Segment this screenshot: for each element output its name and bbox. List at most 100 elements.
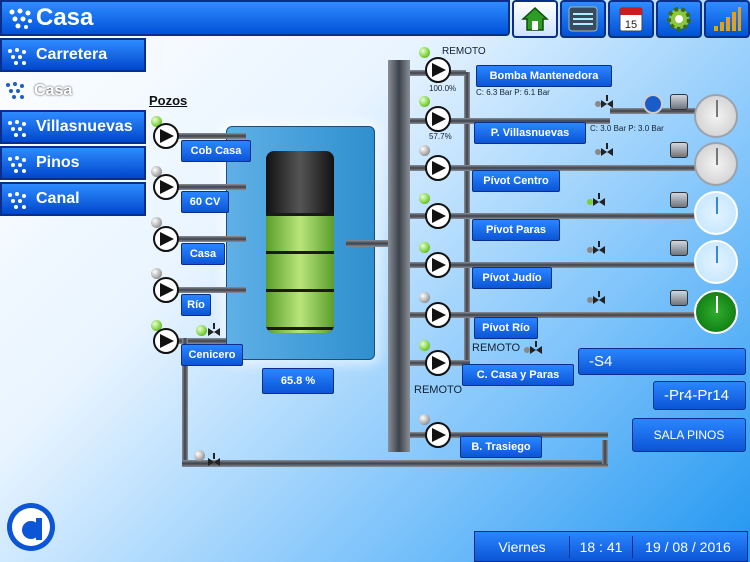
valve-icon[interactable] <box>587 290 613 308</box>
pump-label[interactable]: P. Villasnuevas <box>474 122 586 144</box>
signal-icon <box>714 7 741 31</box>
pump-label[interactable]: Pívot Judío <box>472 267 552 289</box>
remote-label: REMOTO <box>442 46 486 57</box>
status-led <box>419 414 430 425</box>
status-led <box>419 292 430 303</box>
remote-label: REMOTO <box>472 342 521 354</box>
valve-icon[interactable] <box>524 340 550 358</box>
valve-icon[interactable] <box>587 240 613 258</box>
well-label[interactable]: Cenicero <box>181 344 243 366</box>
pump-icon[interactable] <box>425 57 451 83</box>
water-drops-icon <box>6 82 24 99</box>
gauge <box>694 290 738 334</box>
pump-icon[interactable] <box>425 106 451 132</box>
nav-item-casa[interactable]: Casa <box>0 74 146 108</box>
status-led <box>151 217 162 228</box>
valve-icon[interactable] <box>206 452 222 468</box>
pump-label[interactable]: Pívot Centro <box>472 170 560 192</box>
list-button[interactable] <box>560 0 606 38</box>
pump-icon[interactable] <box>425 350 451 376</box>
status-led <box>196 325 207 336</box>
well-label[interactable]: 60 CV <box>181 191 229 213</box>
sector-panel[interactable]: -S4 <box>578 348 746 375</box>
control-button[interactable] <box>670 94 688 110</box>
pump-icon[interactable] <box>153 174 179 200</box>
footer-time: 18 : 41 <box>579 538 623 555</box>
valve-icon[interactable] <box>206 322 222 338</box>
status-led <box>419 96 430 107</box>
nav-label: Casa <box>34 82 73 99</box>
nav-label: Carretera <box>36 46 108 63</box>
pump-label[interactable]: Bomba Mantenedora <box>476 65 612 87</box>
status-led <box>151 320 162 331</box>
control-button[interactable] <box>670 240 688 256</box>
pump-icon[interactable] <box>153 226 179 252</box>
water-drops-icon <box>8 120 26 137</box>
pump-label[interactable]: Pívot Paras <box>472 219 560 241</box>
tank-level-label: 65.8 % <box>262 368 334 394</box>
status-led <box>419 193 430 204</box>
pump-icon[interactable] <box>153 123 179 149</box>
gauge <box>694 94 738 138</box>
pump-icon[interactable] <box>153 328 179 354</box>
pump-icon[interactable] <box>425 252 451 278</box>
remote-label: REMOTO <box>414 384 463 396</box>
calendar-icon: 15 <box>619 7 643 32</box>
pump-label[interactable]: C. Casa y Paras <box>462 364 574 386</box>
pump-icon[interactable] <box>425 302 451 328</box>
pump-icon[interactable] <box>425 422 451 448</box>
gauge <box>694 142 738 186</box>
pozos-title: Pozos <box>149 93 188 108</box>
status-led <box>419 242 430 253</box>
water-drops-icon <box>8 48 26 65</box>
home-icon <box>521 6 549 31</box>
water-drop-icon[interactable] <box>643 94 663 114</box>
nav-item-villasnuevas[interactable]: Villasnuevas <box>0 110 146 144</box>
list-icon <box>568 6 598 32</box>
water-drops-icon <box>8 156 26 173</box>
nav-item-carretera[interactable]: Carretera <box>0 38 146 72</box>
footer-day: Viernes <box>498 538 546 555</box>
control-button[interactable] <box>670 192 688 208</box>
home-button[interactable] <box>512 0 558 38</box>
valve-icon[interactable] <box>595 94 621 112</box>
pump-percent: 57.7% <box>429 132 452 141</box>
status-led <box>419 47 430 58</box>
control-button[interactable] <box>670 290 688 306</box>
sala-pinos-button[interactable]: SALA PINOS <box>632 418 746 452</box>
status-led <box>151 268 162 279</box>
nav-item-canal[interactable]: Canal <box>0 182 146 216</box>
signal-button[interactable] <box>704 0 750 38</box>
pump-label[interactable]: B. Trasiego <box>460 436 542 458</box>
page-title: Casa <box>36 4 94 31</box>
nav-label: Canal <box>36 190 80 207</box>
well-label[interactable]: Río <box>181 294 211 316</box>
well-label[interactable]: Cob Casa <box>181 140 251 162</box>
valve-icon[interactable] <box>587 192 613 210</box>
footer-date: 19 / 08 / 2016 <box>645 538 731 555</box>
status-led <box>151 166 162 177</box>
tank-fill <box>266 213 334 333</box>
brand-logo-icon <box>7 503 55 551</box>
nav-item-pinos[interactable]: Pinos <box>0 146 146 180</box>
valve-icon[interactable] <box>595 142 621 160</box>
page-header: Casa <box>0 0 510 36</box>
nav-label: Pinos <box>36 154 80 171</box>
control-button[interactable] <box>670 142 688 158</box>
pump-label[interactable]: Pívot Río <box>474 317 538 339</box>
status-footer: Viernes 18 : 41 19 / 08 / 2016 <box>474 531 748 562</box>
status-led <box>419 340 430 351</box>
water-drops-icon <box>9 8 32 29</box>
gauge <box>694 191 738 235</box>
pump-icon[interactable] <box>425 203 451 229</box>
pump-icon[interactable] <box>425 155 451 181</box>
pump-icon[interactable] <box>153 277 179 303</box>
pump-pressure: C: 6.3 Bar P: 6.1 Bar <box>476 88 550 97</box>
settings-button[interactable] <box>656 0 702 38</box>
water-drops-icon <box>8 192 26 209</box>
pressure-panel[interactable]: -Pr4-Pr14 <box>653 381 746 410</box>
status-led <box>419 145 430 156</box>
nav-label: Villasnuevas <box>36 118 133 135</box>
well-label[interactable]: Casa <box>181 243 225 265</box>
calendar-button[interactable]: 15 <box>608 0 654 38</box>
